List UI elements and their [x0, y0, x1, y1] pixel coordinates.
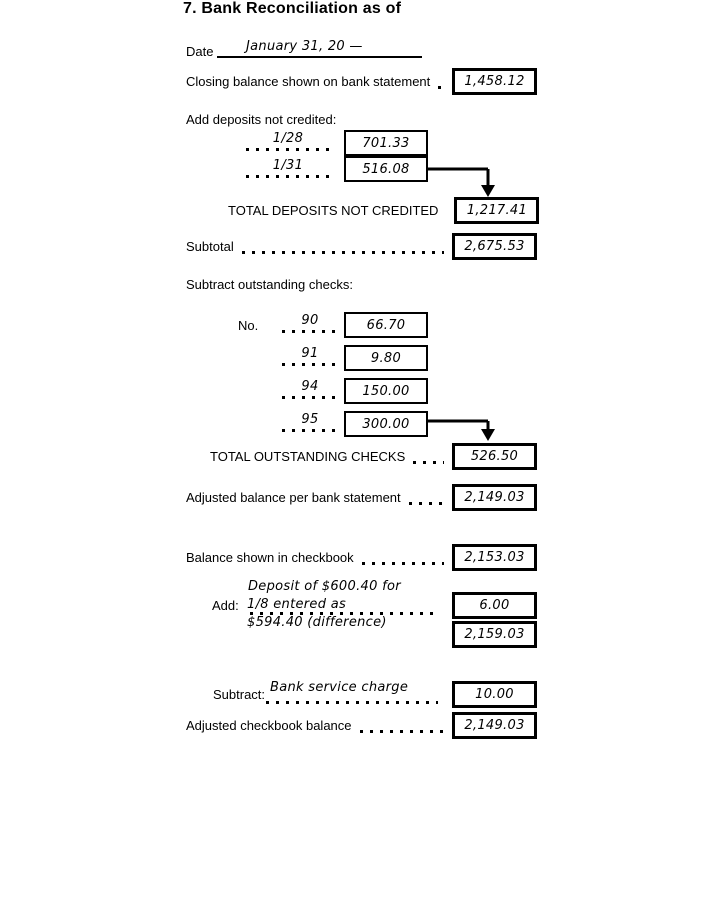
- check-amount-box: 9.80: [344, 345, 428, 371]
- subtotal-row: Subtotal 2,675.53: [186, 233, 537, 260]
- deposit-amount: 701.33: [362, 135, 410, 151]
- check-number: 95: [301, 412, 319, 427]
- check-amount-box: 66.70: [344, 312, 428, 338]
- check-number: 91: [301, 346, 319, 361]
- check-number: 94: [301, 379, 319, 394]
- adjusted-checkbook-label: Adjusted checkbook balance: [186, 718, 352, 733]
- add-label: Add:: [212, 598, 239, 613]
- total-checks-row: TOTAL OUTSTANDING CHECKS 526.50: [210, 443, 537, 470]
- dotted-leader: [241, 251, 444, 254]
- dotted-leader: [359, 730, 444, 733]
- check-amount: 150.00: [362, 383, 410, 399]
- deposit-amount: 516.08: [362, 161, 410, 177]
- check-amount-box: 150.00: [344, 378, 428, 404]
- adjusted-bank-value-box: 2,149.03: [452, 484, 537, 511]
- dotted-leader: [408, 502, 444, 505]
- total-deposits-row: TOTAL DEPOSITS NOT CREDITED 1,217.41: [228, 197, 540, 224]
- add-note-line2: 1/8 entered as: [247, 597, 347, 612]
- dotted-leader: [282, 429, 338, 432]
- dotted-leader: [246, 148, 334, 151]
- checkbook-balance-row: Balance shown in checkbook 2,153.03: [186, 544, 537, 571]
- date-value: January 31, 20 —: [246, 39, 363, 54]
- check-amount: 300.00: [362, 416, 410, 432]
- page-title: 7. Bank Reconciliation as of: [183, 0, 402, 17]
- check-amount-box: 300.00: [344, 411, 428, 437]
- total-checks-value-box: 526.50: [452, 443, 537, 470]
- flow-arrow-checks-to-total: [428, 419, 495, 441]
- flow-arrow-deposits-to-total: [428, 167, 495, 197]
- closing-balance-value-box: 1,458.12: [452, 68, 537, 95]
- add-note-line1: Deposit of $600.40 for: [248, 579, 401, 594]
- total-deposits-value-box: 1,217.41: [454, 197, 540, 224]
- dotted-leader: [438, 86, 444, 89]
- deposit-amount-box: 701.33: [344, 130, 428, 156]
- total-deposits-value: 1,217.41: [466, 203, 528, 218]
- deposits-header: Add deposits not credited:: [186, 112, 337, 127]
- date-label: Date: [186, 44, 214, 59]
- dotted-leader: [361, 562, 444, 565]
- deposit-date: 1/31: [272, 158, 304, 173]
- add-note-line3: $594.40 (difference): [247, 615, 387, 630]
- total-deposits-label: TOTAL DEPOSITS NOT CREDITED: [228, 203, 439, 218]
- add-value-box: 6.00: [452, 592, 537, 619]
- adjusted-bank-label: Adjusted balance per bank statement: [186, 490, 401, 505]
- deposit-amount-box: 516.08: [344, 156, 428, 182]
- dotted-leader: [250, 612, 436, 615]
- dotted-leader: [246, 175, 334, 178]
- dotted-leader: [282, 363, 338, 366]
- closing-balance-value: 1,458.12: [464, 74, 525, 89]
- closing-balance-row: Closing balance shown on bank statement …: [186, 68, 537, 95]
- subtract-value: 10.00: [475, 687, 514, 702]
- add-value: 6.00: [479, 598, 510, 613]
- checks-no-label: No.: [238, 318, 259, 333]
- checks-header: Subtract outstanding checks:: [186, 277, 353, 292]
- checkbook-balance-label: Balance shown in checkbook: [186, 550, 354, 565]
- checkbook-subtotal-value: 2,159.03: [464, 627, 525, 642]
- adjusted-bank-value: 2,149.03: [464, 490, 525, 505]
- closing-balance-label: Closing balance shown on bank statement: [186, 74, 431, 89]
- dotted-leader: [282, 330, 338, 333]
- total-checks-label: TOTAL OUTSTANDING CHECKS: [210, 449, 406, 464]
- adjusted-bank-row: Adjusted balance per bank statement 2,14…: [186, 484, 537, 511]
- dotted-leader: [282, 396, 338, 399]
- deposit-date: 1/28: [272, 131, 304, 146]
- check-amount: 66.70: [366, 317, 406, 333]
- subtract-value-box: 10.00: [452, 681, 537, 708]
- subtract-note: Bank service charge: [270, 680, 409, 695]
- dotted-leader: [266, 701, 438, 704]
- date-underline: [217, 56, 422, 58]
- adjusted-checkbook-value-box: 2,149.03: [452, 712, 537, 739]
- subtotal-value: 2,675.53: [464, 239, 525, 254]
- subtotal-value-box: 2,675.53: [452, 233, 537, 260]
- check-amount: 9.80: [370, 350, 402, 366]
- dotted-leader: [413, 461, 444, 464]
- adjusted-checkbook-value: 2,149.03: [464, 718, 525, 733]
- subtract-label: Subtract:: [213, 687, 266, 702]
- checkbook-subtotal-value-box: 2,159.03: [452, 621, 537, 648]
- check-number: 90: [301, 313, 319, 328]
- checkbook-balance-value-box: 2,153.03: [452, 544, 537, 571]
- subtotal-label: Subtotal: [186, 239, 234, 254]
- adjusted-checkbook-row: Adjusted checkbook balance 2,149.03: [186, 712, 537, 739]
- total-checks-value: 526.50: [470, 449, 519, 464]
- checkbook-balance-value: 2,153.03: [464, 550, 525, 565]
